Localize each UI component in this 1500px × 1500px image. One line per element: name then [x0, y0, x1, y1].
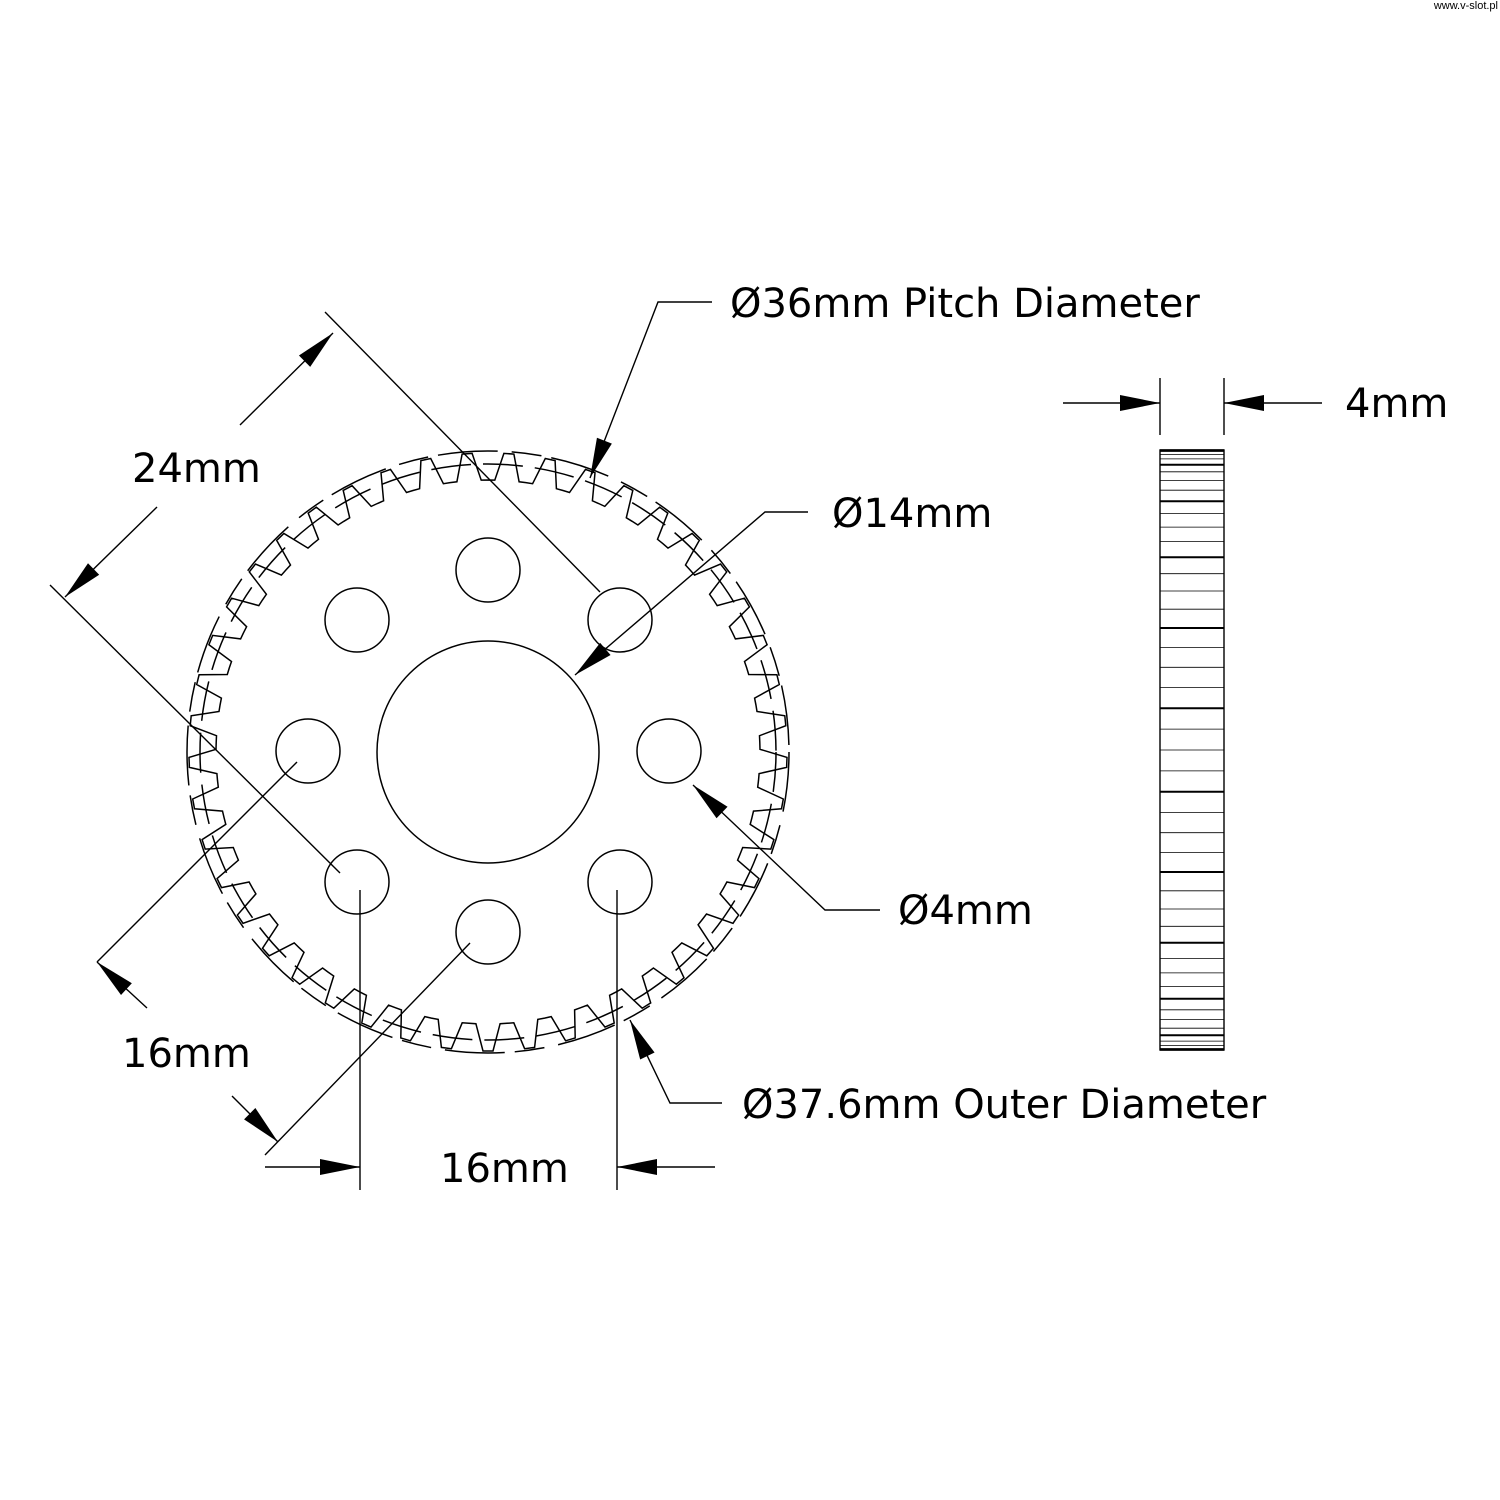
- outer-circle: [186, 450, 790, 1054]
- arrowhead: [298, 333, 333, 367]
- mounting-hole: [455, 899, 521, 965]
- mounting-holes: [275, 537, 702, 965]
- mounting-hole: [455, 537, 521, 603]
- pitch-circle: [199, 463, 777, 1041]
- diagonal-16mm-label: 16mm: [122, 1031, 251, 1077]
- watermark: www.v-slot.pl: [1433, 0, 1498, 12]
- mounting-hole: [636, 718, 702, 784]
- gear-teeth-outline: [188, 452, 788, 1052]
- horizontal-16mm-label: 16mm: [440, 1146, 569, 1192]
- arrowhead: [1224, 395, 1264, 411]
- arrowhead: [617, 1159, 657, 1175]
- mounting-hole: [275, 718, 341, 784]
- bore-diameter-label: Ø14mm: [832, 491, 993, 537]
- hole-diameter-label: Ø4mm: [898, 888, 1033, 934]
- arrowhead: [320, 1159, 360, 1175]
- mounting-hole: [587, 849, 653, 915]
- gear-side-view: [1159, 449, 1225, 1051]
- diagonal-24mm-label: 24mm: [132, 446, 261, 492]
- dimension-lines: [49, 301, 1322, 1190]
- pitch-diameter-label: Ø36mm Pitch Diameter: [730, 281, 1200, 327]
- arrowheads: [65, 333, 1264, 1175]
- arrowhead: [630, 1020, 655, 1060]
- arrowhead: [693, 785, 728, 819]
- mounting-hole: [324, 849, 390, 915]
- arrowhead: [244, 1108, 278, 1142]
- arrowhead: [590, 437, 612, 478]
- arrowhead: [1120, 395, 1160, 411]
- arrowhead: [97, 962, 132, 995]
- outer-diameter-label: Ø37.6mm Outer Diameter: [742, 1082, 1267, 1128]
- mounting-hole: [324, 587, 390, 653]
- bore-hole: [376, 640, 600, 864]
- arrowhead: [65, 563, 100, 597]
- pitch-circle-dashed: [199, 463, 777, 1041]
- arrowhead: [575, 642, 611, 675]
- gear-front-view: [186, 450, 790, 1054]
- thickness-label: 4mm: [1345, 381, 1449, 427]
- mounting-hole: [587, 587, 653, 653]
